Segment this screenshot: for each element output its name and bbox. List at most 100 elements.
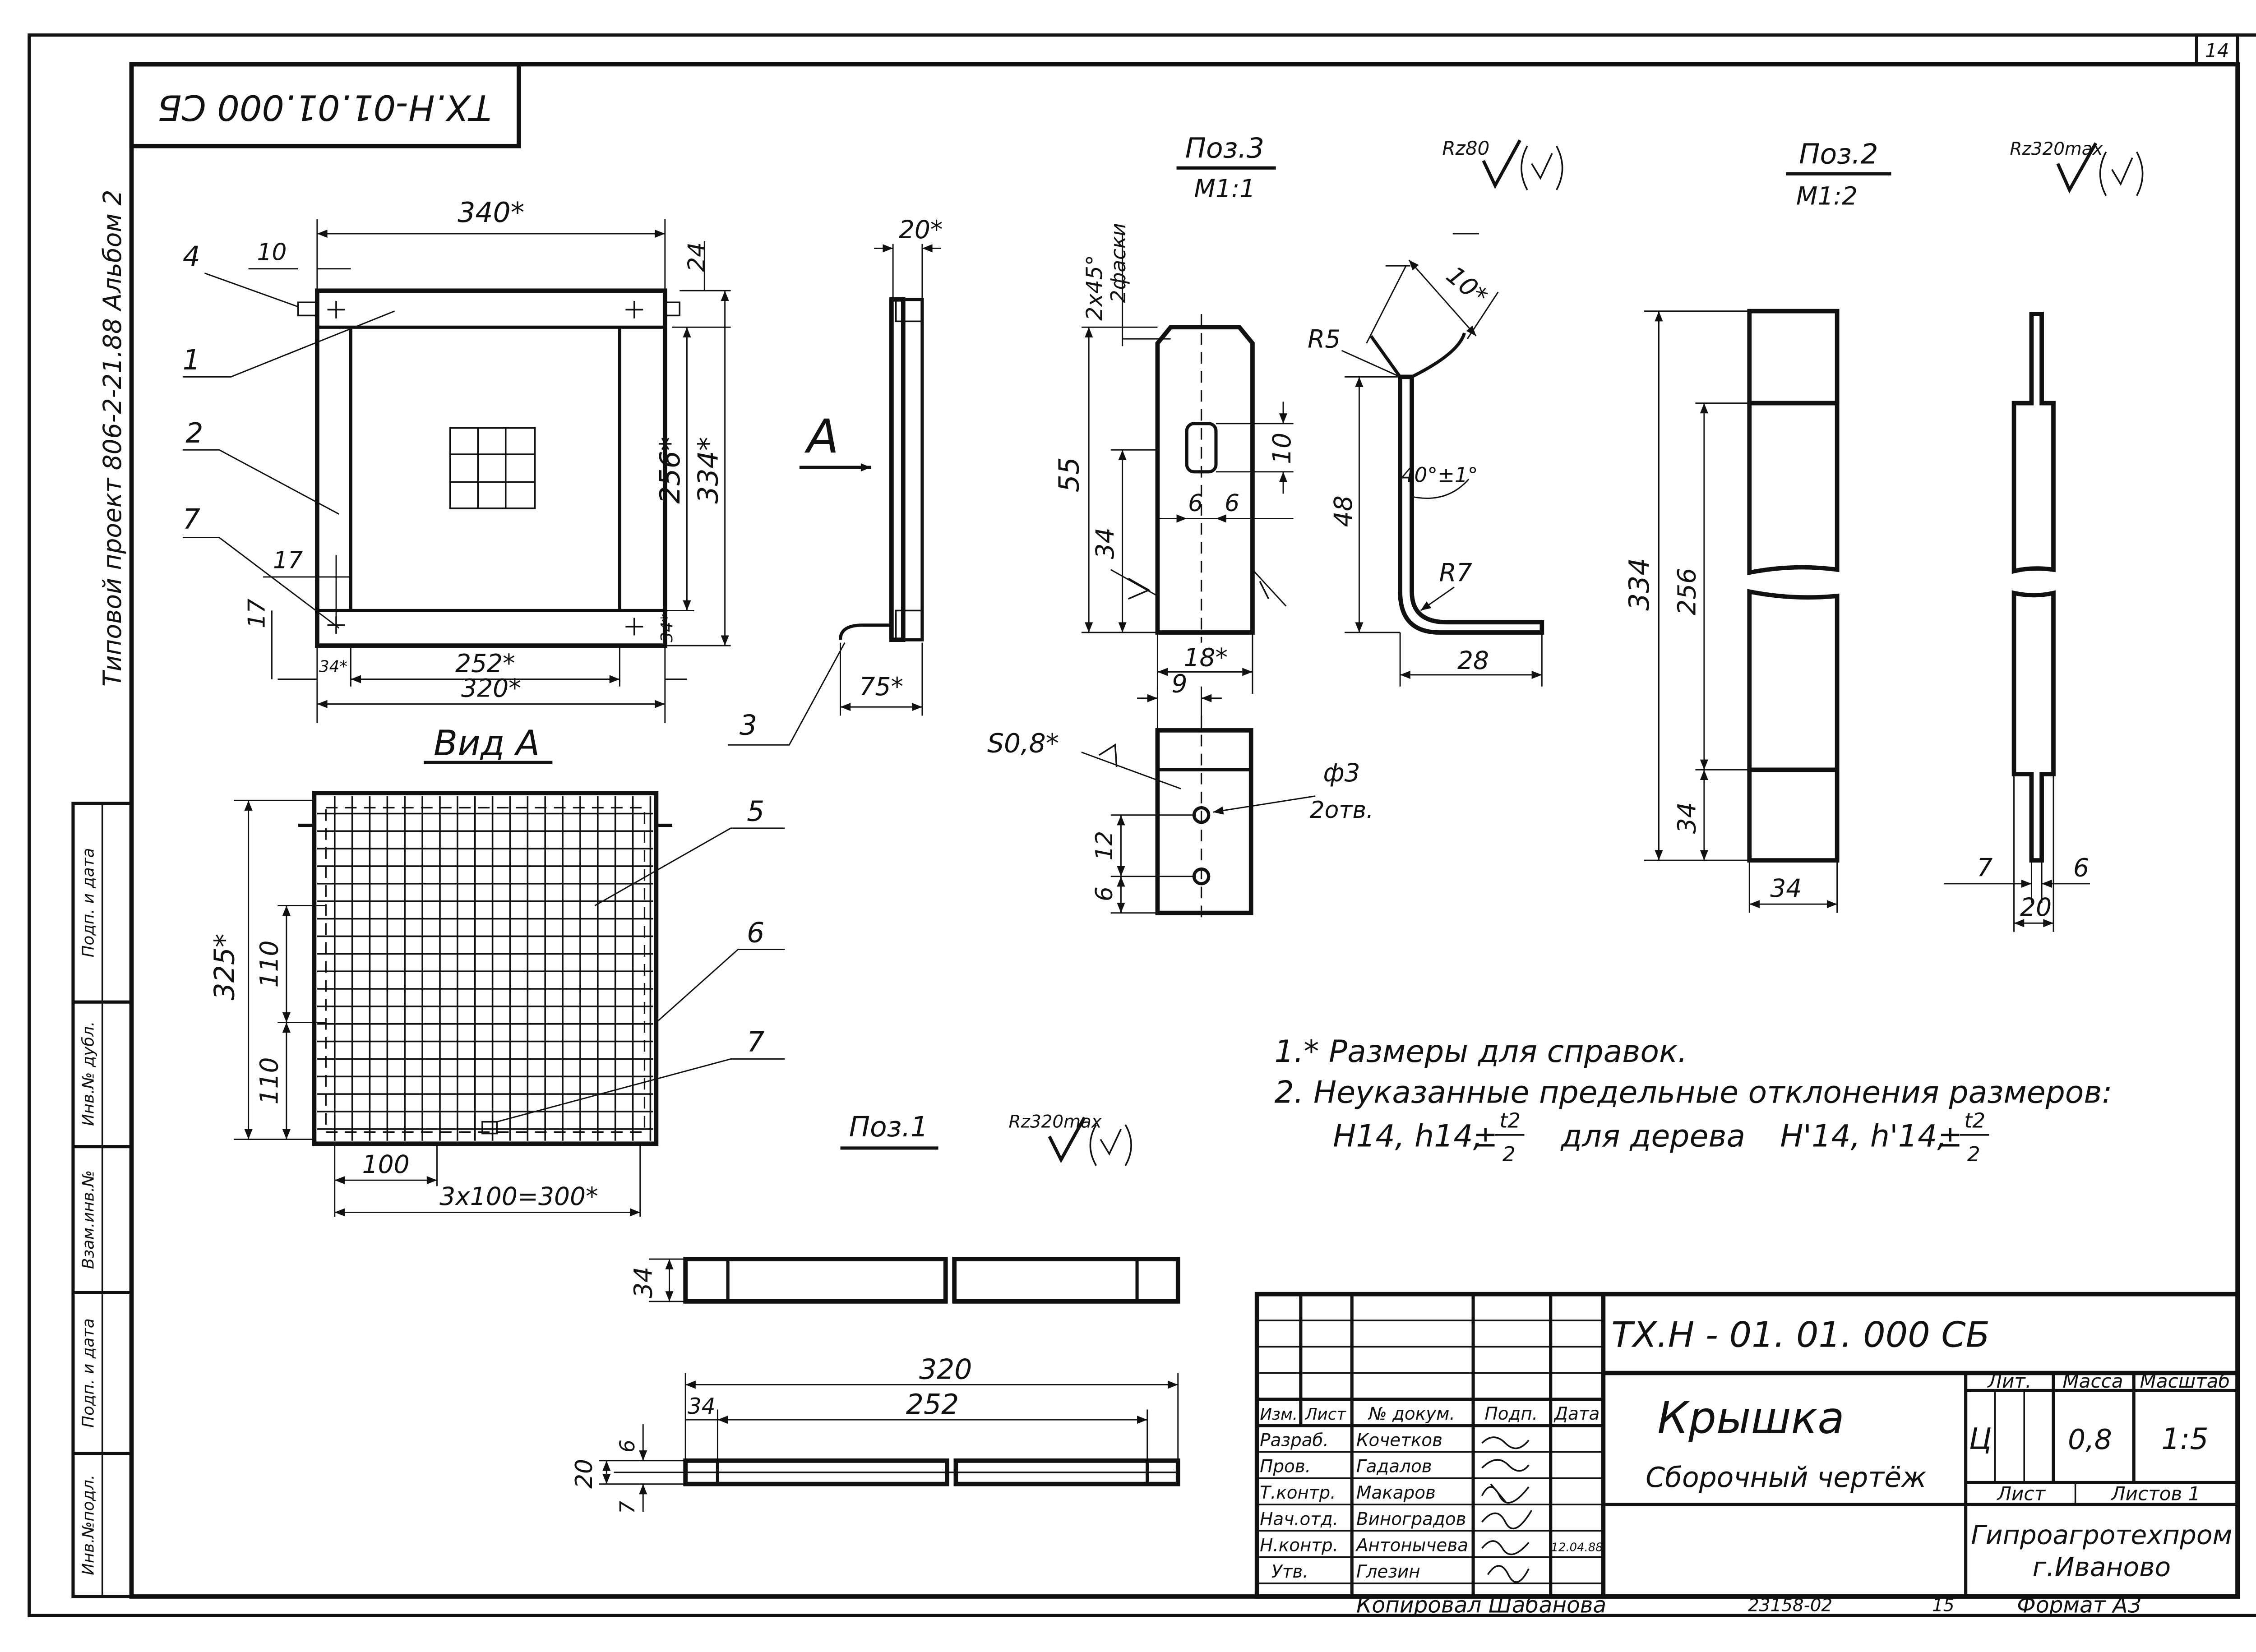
tb-signatures xyxy=(1481,1436,1533,1583)
dim-252: 252* xyxy=(455,649,515,678)
pm-sign-1: ± xyxy=(1473,1120,1498,1154)
main-view: 340* 10 24 256* 334* 17 17 34* 34* 252* … xyxy=(183,196,731,723)
dim-10-chamfer: 10* xyxy=(1441,260,1493,311)
dim-48: 48 xyxy=(1329,495,1358,527)
pos2-scale: М1:2 xyxy=(1796,181,1858,210)
mesh-window xyxy=(449,427,536,509)
dim-325: 325* xyxy=(208,933,240,1000)
hole-count: 2отв. xyxy=(1310,797,1374,824)
tb-hdr-data: Дата xyxy=(1553,1404,1600,1424)
rotated-doc-code: ТХ.Н-01.01.000 СБ xyxy=(157,87,491,128)
tb-name: Крышка xyxy=(1657,1392,1845,1443)
album-caption: Типовой проект 806-2-21.88 Альбом 2 xyxy=(98,190,127,687)
tb-role-razrab: Разраб. xyxy=(1260,1430,1329,1450)
dim-252-pos1: 252 xyxy=(906,1388,959,1421)
dim-7-pos1: 7 xyxy=(615,1501,639,1514)
view-a-mesh xyxy=(317,796,653,1141)
side-stamp: Инв.№подл. Подп. и дата Взам.инв.№ Инв.№… xyxy=(71,802,134,1598)
dim-334-pos2: 334 xyxy=(1623,558,1655,610)
dim-10-pos3: 10 xyxy=(1267,433,1296,464)
stamp-vzam-inv: Взам.инв.№ xyxy=(79,1170,98,1269)
tb-mass-value: 0,8 xyxy=(2068,1423,2112,1456)
leader-7-view-a: 7 xyxy=(747,1026,764,1058)
drawing-frame: 14 xyxy=(28,33,2256,1617)
footer-copied: Копировал Шабанова xyxy=(1356,1593,1606,1618)
dim-6-pos1: 6 xyxy=(615,1440,639,1453)
dim-6c: 6 xyxy=(1091,886,1118,901)
leader-5: 5 xyxy=(747,795,764,828)
tb-name-antonycheva: Антонычева xyxy=(1355,1536,1468,1556)
dim-334: 334* xyxy=(692,437,724,504)
dim-55: 55 xyxy=(1053,457,1085,492)
tb-mass-label: Масса xyxy=(2062,1370,2123,1392)
note-3c: Н'14, h'14, xyxy=(1780,1119,1947,1154)
dim-34-left: 34* xyxy=(319,657,347,676)
note-3a: Н14, h14, xyxy=(1333,1119,1483,1154)
dim-6-pos2: 6 xyxy=(2073,854,2089,882)
footer-number: 23158-02 xyxy=(1748,1595,1832,1615)
tb-date: 12.04.88 xyxy=(1551,1541,1603,1555)
tb-name-glezin: Глезин xyxy=(1356,1562,1420,1582)
frac-t2-1: t2 xyxy=(1499,1109,1521,1133)
dim-110-lower: 110 xyxy=(254,1057,283,1104)
stamp-inv-dubl: Инв.№ дубл. xyxy=(79,1021,98,1126)
dim-20-side: 20* xyxy=(899,215,943,244)
dim-34-pos1: 34 xyxy=(629,1267,658,1298)
tb-subtitle: Сборочный чертёж xyxy=(1646,1461,1926,1494)
tb-city: г.Иваново xyxy=(2033,1552,2171,1583)
tb-scale-label: Масштаб xyxy=(2140,1370,2230,1392)
dim-320-pos1: 320 xyxy=(919,1353,972,1386)
pos3-chamfer-note: 2фаски xyxy=(1106,223,1130,303)
pos1-title: Поз.1 xyxy=(849,1111,928,1143)
dim-28: 28 xyxy=(1457,646,1489,675)
dim-12: 12 xyxy=(1091,831,1118,861)
tb-hdr-list: Лист xyxy=(1304,1405,1347,1424)
rotated-code-box: ТХ.Н-01.01.000 СБ xyxy=(129,62,521,148)
dim-9: 9 xyxy=(1171,669,1187,698)
tb-role-nkontr: Н.контр. xyxy=(1260,1536,1338,1556)
dim-75: 75* xyxy=(859,672,903,701)
dim-34-right: 34* xyxy=(658,614,676,642)
tb-lit-label: Лит. xyxy=(1987,1370,2031,1392)
tb-role-nachotd: Нач.отд. xyxy=(1260,1509,1338,1529)
footer-num2: 15 xyxy=(1932,1595,1954,1615)
tb-scale-value: 1:5 xyxy=(2161,1422,2208,1456)
tb-sheet-label: Лист xyxy=(1996,1482,2046,1504)
frac-2-1: 2 xyxy=(1502,1142,1516,1166)
pos3-scale: М1:1 xyxy=(1194,174,1255,203)
stamp-podp-data-1: Подп. и дата xyxy=(79,1318,98,1428)
sheet-number: 14 xyxy=(2205,39,2229,61)
frac-2-2: 2 xyxy=(1967,1142,1980,1166)
tb-name-vinogradov: Виноградов xyxy=(1356,1509,1466,1529)
hole-dia: ф3 xyxy=(1323,758,1360,787)
pos2: Поз.2 М1:2 Rz320max 334 256 34 34 xyxy=(1623,138,2144,932)
tb-role-tkontr: Т.контр. xyxy=(1260,1483,1336,1503)
pos1-roughness: Rz320max xyxy=(1009,1112,1102,1132)
dim-20-pos1: 20 xyxy=(571,1459,598,1489)
dim-6a: 6 xyxy=(1188,490,1203,517)
tb-name-makarov: Макаров xyxy=(1356,1483,1436,1503)
dim-340: 340* xyxy=(458,196,524,229)
dim-34b-pos1: 34 xyxy=(688,1394,716,1419)
pm-sign-2: ± xyxy=(1938,1120,1962,1154)
dim-7-pos2: 7 xyxy=(1977,854,1992,882)
note-3b: для дерева xyxy=(1560,1119,1745,1154)
dim-17-v: 17 xyxy=(243,599,270,628)
note-1: 1.* Размеры для справок. xyxy=(1275,1034,1687,1070)
dim-17-h: 17 xyxy=(273,547,303,574)
footer-format: Формат А3 xyxy=(2017,1593,2142,1618)
pos3-chamfer: 2х45° xyxy=(1082,255,1107,321)
dim-256-pos2: 256 xyxy=(1672,568,1701,615)
view-a: Вид А 325* 110 110 100 3x100=300* 5 6 7 xyxy=(208,723,785,1217)
dim-34-pos2: 34 xyxy=(1672,802,1701,834)
dim-34-width: 34 xyxy=(1770,874,1802,903)
dim-320: 320* xyxy=(461,674,521,702)
leader-6: 6 xyxy=(747,916,764,949)
thickness-s08: S0,8* xyxy=(987,728,1059,758)
leader-3: 3 xyxy=(740,709,757,742)
dim-6b: 6 xyxy=(1225,490,1239,517)
footer: Копировал Шабанова 23158-02 15 Формат А3 xyxy=(1356,1593,2142,1618)
radius-r5: R5 xyxy=(1308,325,1341,354)
leader-2: 2 xyxy=(185,417,203,449)
